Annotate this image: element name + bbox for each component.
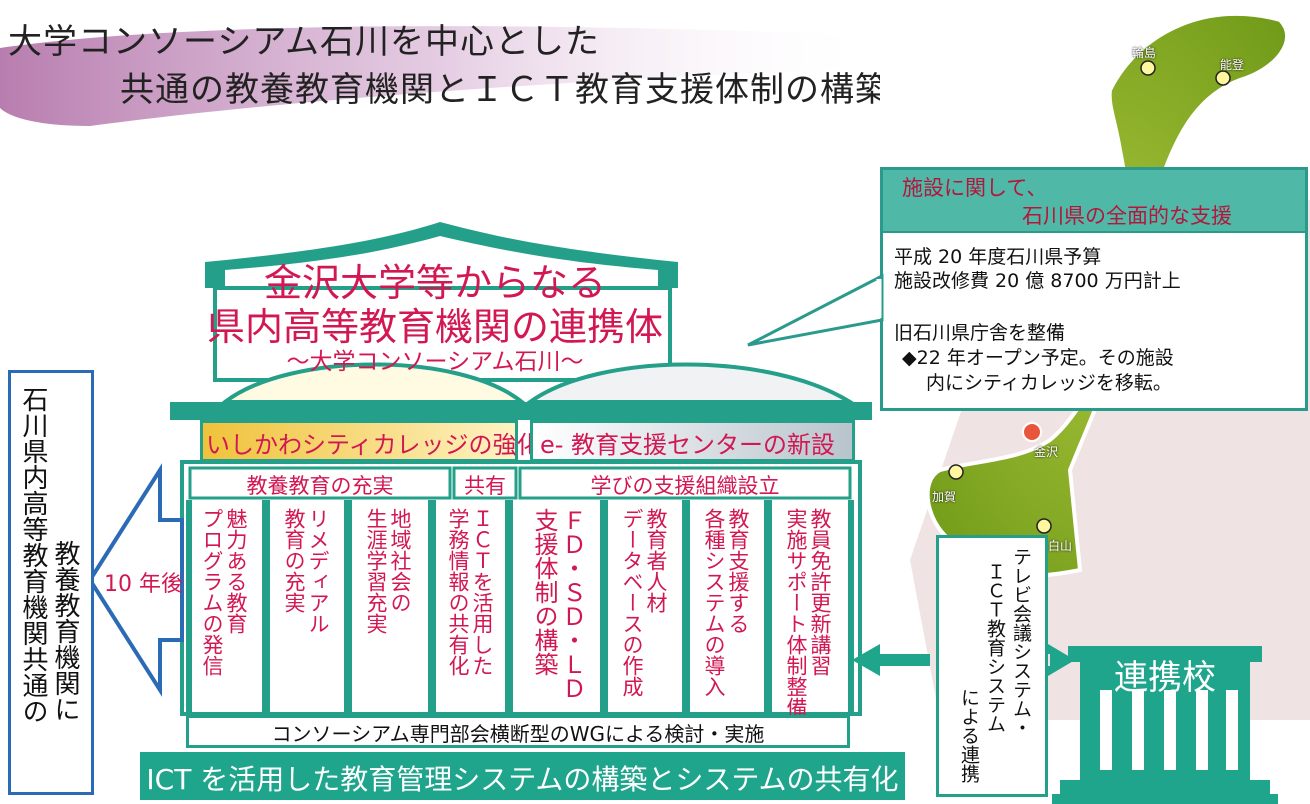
ten-years-label: 10 年後 — [104, 572, 183, 597]
city-college-banner-label: いしかわシティカレッジの強化 — [206, 431, 541, 459]
callout-text-opening: ◆22 年オープン予定。その施設 — [902, 347, 1174, 369]
column-4-line-2: 学務情報の共有化 — [446, 508, 470, 676]
callout-header — [880, 167, 1308, 234]
map-pin-wajima — [1140, 60, 1156, 76]
column-2-line-1: リメディアル — [306, 508, 330, 634]
column-3-line-2: 生涯学習充実 — [364, 508, 388, 634]
consortium-title-line-2: 県内高等教育機関の連携体 — [206, 305, 663, 349]
title-line-1: 大学コンソーシアム石川を中心とした — [8, 22, 600, 62]
city-label-kaga: 加賀 — [932, 490, 957, 504]
partner-school-label: 連携校 — [1114, 658, 1216, 698]
column-ict-shared-records: ＩＣＴを活用した 学務情報の共有化 — [446, 508, 494, 676]
column-6-line-1: 教育者人材 — [644, 508, 668, 613]
column-5-line-1: ＦＤ・ＳＤ・ＬＤ — [558, 508, 586, 700]
city-label-kanazawa: 金沢 — [1034, 445, 1059, 459]
column-8-line-1: 教員免許更新講習 — [808, 508, 832, 676]
callout-heading-line-2: 石川県の全面的な支援 — [1022, 204, 1232, 228]
ict-system-label: ICT を活用した教育管理システムの構築とシステムの共有化 — [146, 763, 899, 796]
working-group-label: コンソーシアム専門部会横断型のWGによる検討・実施 — [271, 722, 765, 746]
city-label-hakusan: 白山 — [1048, 539, 1073, 553]
callout-text-cost: 施設改修費 20 億 8700 万円計上 — [894, 270, 1181, 292]
consortium-title-line-1: 金沢大学等からなる — [263, 261, 606, 305]
callout-heading-line-1: 施設に関して、 — [902, 176, 1048, 200]
column-1-line-2: プログラムの発信 — [200, 508, 224, 676]
map-pin-hakusan — [1036, 518, 1052, 534]
column-8-line-2: 実施サポート体制整備 — [784, 508, 808, 718]
callout-text-building: 旧石川県庁舎を整備 — [894, 322, 1066, 344]
column-support-systems: 教育支援する 各種システムの導入 — [702, 508, 750, 697]
section-liberal-arts: 教養教育の充実 — [246, 474, 394, 498]
column-4-line-1: ＩＣＴを活用した — [470, 508, 494, 676]
section-shared: 共有 — [464, 474, 506, 498]
title-line-2: 共通の教養教育機関とＩＣＴ教育支援体制の構築 — [120, 70, 890, 110]
column-3-line-1: 地域社会の — [388, 508, 412, 613]
tv-conference-line-3: による連携 — [958, 688, 980, 783]
e-learning-center-banner-label: e- 教育支援センターの新設 — [540, 431, 836, 459]
column-license-renewal: 教員免許更新講習 実施サポート体制整備 — [784, 508, 832, 718]
map-pin-noto — [1215, 70, 1231, 86]
column-1-line-1: 魅力ある教育 — [224, 508, 248, 634]
column-5-line-2: 支援体制の構築 — [530, 508, 558, 676]
callout-body — [880, 233, 1308, 411]
common-liberal-arts-line-1: 石川県内高等教育機関共通の — [18, 386, 48, 724]
common-liberal-arts-box — [8, 370, 94, 795]
e-learning-center-banner — [530, 420, 855, 462]
ict-system-bar — [140, 752, 905, 800]
column-fd-sd-ld: ＦＤ・ＳＤ・ＬＤ 支援体制の構築 — [530, 508, 586, 700]
column-attractive-programs: 魅力ある教育 プログラムの発信 — [200, 508, 248, 676]
map-pin-kanazawa — [1022, 422, 1042, 442]
tv-conference-box — [936, 535, 1048, 797]
tv-conference-line-2: ＩＣＴ教育システム — [984, 562, 1006, 733]
tv-conference-line-1: テレビ会議システム・ — [1010, 547, 1032, 737]
callout-text-relocation: 内にシティカレッジを移転。 — [926, 372, 1172, 394]
city-label-wajima: 輪島 — [1132, 46, 1157, 60]
consortium-subtitle: ～大学コンソーシアム石川～ — [286, 349, 584, 375]
section-learning-support: 学びの支援組織設立 — [590, 474, 780, 498]
working-group-bar — [186, 715, 850, 748]
column-6-line-2: データベースの作成 — [620, 508, 644, 697]
city-label-noto: 能登 — [1220, 58, 1245, 72]
column-2-line-2: 教育の充実 — [282, 508, 306, 613]
map-pin-kaga — [948, 464, 964, 480]
city-college-banner — [200, 420, 518, 462]
common-liberal-arts-line-2: 教養教育機関に — [50, 540, 80, 722]
column-remedial: リメディアル 教育の充実 — [282, 508, 330, 634]
title-brush-stroke — [0, 26, 880, 126]
column-lifelong-learning: 地域社会の 生涯学習充実 — [364, 508, 412, 634]
column-7-line-2: 各種システムの導入 — [702, 508, 726, 697]
column-educator-database: 教育者人材 データベースの作成 — [620, 508, 668, 697]
column-7-line-1: 教育支援する — [726, 508, 750, 634]
callout-text-budget: 平成 20 年度石川県予算 — [894, 246, 1102, 268]
